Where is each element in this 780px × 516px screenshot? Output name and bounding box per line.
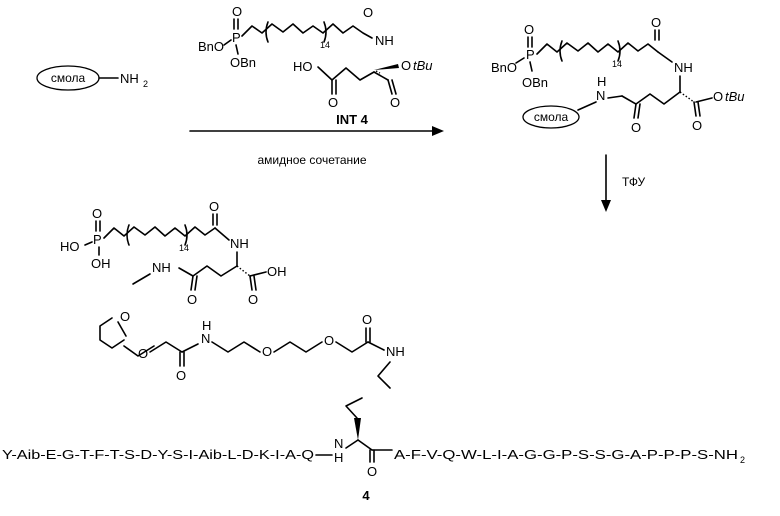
amine-subscript: 2 <box>143 79 148 89</box>
peg-amide-oxo-2: O <box>362 312 372 327</box>
prod-acid-oh: OH <box>267 264 287 279</box>
prod-oh: OH <box>91 256 111 271</box>
int4-ho: HO <box>293 59 313 74</box>
int4-phosphorus: P <box>232 30 241 45</box>
int-nh: NH <box>674 60 693 75</box>
peg-amide-oxo-1: O <box>176 368 186 383</box>
prod-nh2: NH <box>152 260 171 275</box>
int4-repeat-count: 14 <box>320 40 330 50</box>
product-peg-linker: O O O H N O O O NH <box>100 309 405 388</box>
int-obn: OBn <box>522 75 548 90</box>
amine-group: NH <box>120 71 139 86</box>
peptide-sequence: Y-Aib-E-G-T-F-T-S-D-Y-S-I-Aib-L-D-K-I-A-… <box>2 398 745 503</box>
sequence-right: A-F-V-Q-W-L-I-A-G-G-P-S-S-G-A-P-P-P-S-NH <box>394 448 738 462</box>
int4-benzyloxy: BnO <box>198 39 224 54</box>
int-side-oxo: O <box>631 120 641 135</box>
coupling-arrow: амидное сочетание <box>190 126 444 167</box>
prod-phosphorus: P <box>93 232 102 247</box>
prod-ho: HO <box>60 239 80 254</box>
resin-intermediate: O P BnO OBn 14 O NH O H N смола O O <box>491 15 745 135</box>
int-h: H <box>597 74 606 89</box>
coupling-conditions: амидное сочетание <box>257 153 366 167</box>
deprotection-arrow: ТФУ <box>601 155 646 212</box>
int-ester-oxo: O <box>692 118 702 133</box>
int-ester-o: O <box>713 89 723 104</box>
lys-oxo: O <box>367 464 377 479</box>
int4-ester-o: O <box>401 58 411 73</box>
prod-p-oxo: O <box>92 206 102 221</box>
peg-o-2: O <box>262 344 272 359</box>
product-lipid-sidechain: O P HO OH 14 O NH O NH OH O <box>60 199 287 307</box>
int4-p-oxo: O <box>232 4 242 19</box>
int-n: N <box>596 88 605 103</box>
prod-side-oxo: O <box>187 292 197 307</box>
sequence-right-subscript: 2 <box>740 455 745 465</box>
prod-repeat-count: 14 <box>179 243 189 253</box>
int4-structure: O P BnO OBn 14 O NH HO O O O tBu INT 4 <box>198 4 433 127</box>
prod-acid-oxo: O <box>248 292 258 307</box>
lys-h: H <box>334 450 343 465</box>
resin-label: смола <box>51 71 86 85</box>
tfa-label: ТФУ <box>622 175 646 189</box>
int4-acid-oxo: O <box>328 95 338 110</box>
int-p-oxo: O <box>524 22 534 37</box>
int-tbu: tBu <box>725 89 745 104</box>
int4-obn: OBn <box>230 55 256 70</box>
peg-n-1: N <box>201 331 210 346</box>
sequence-left: Y-Aib-E-G-T-F-T-S-D-Y-S-I-Aib-L-D-K-I-A-… <box>2 448 314 462</box>
int4-amide-oxo: O <box>363 5 373 20</box>
peg-oxo-top: O <box>120 309 130 324</box>
int4-ester-oxo: O <box>390 95 400 110</box>
int4-tbu: tBu <box>413 58 433 73</box>
int-repeat-count: 14 <box>612 59 622 69</box>
int4-nh: NH <box>375 33 394 48</box>
resin-amine: смола NH 2 <box>37 66 148 90</box>
int-phosphorus: P <box>526 47 535 62</box>
int-amide-oxo: O <box>651 15 661 30</box>
prod-amide-oxo: O <box>209 199 219 214</box>
peg-o-1: O <box>138 346 148 361</box>
int4-label: INT 4 <box>336 112 369 127</box>
int-benzyloxy: BnO <box>491 60 517 75</box>
peg-nh: NH <box>386 344 405 359</box>
lys-n: N <box>334 436 343 451</box>
peg-o-3: O <box>324 333 334 348</box>
int-resin-label: смола <box>534 110 569 124</box>
prod-nh: NH <box>230 236 249 251</box>
compound-number: 4 <box>362 488 370 503</box>
